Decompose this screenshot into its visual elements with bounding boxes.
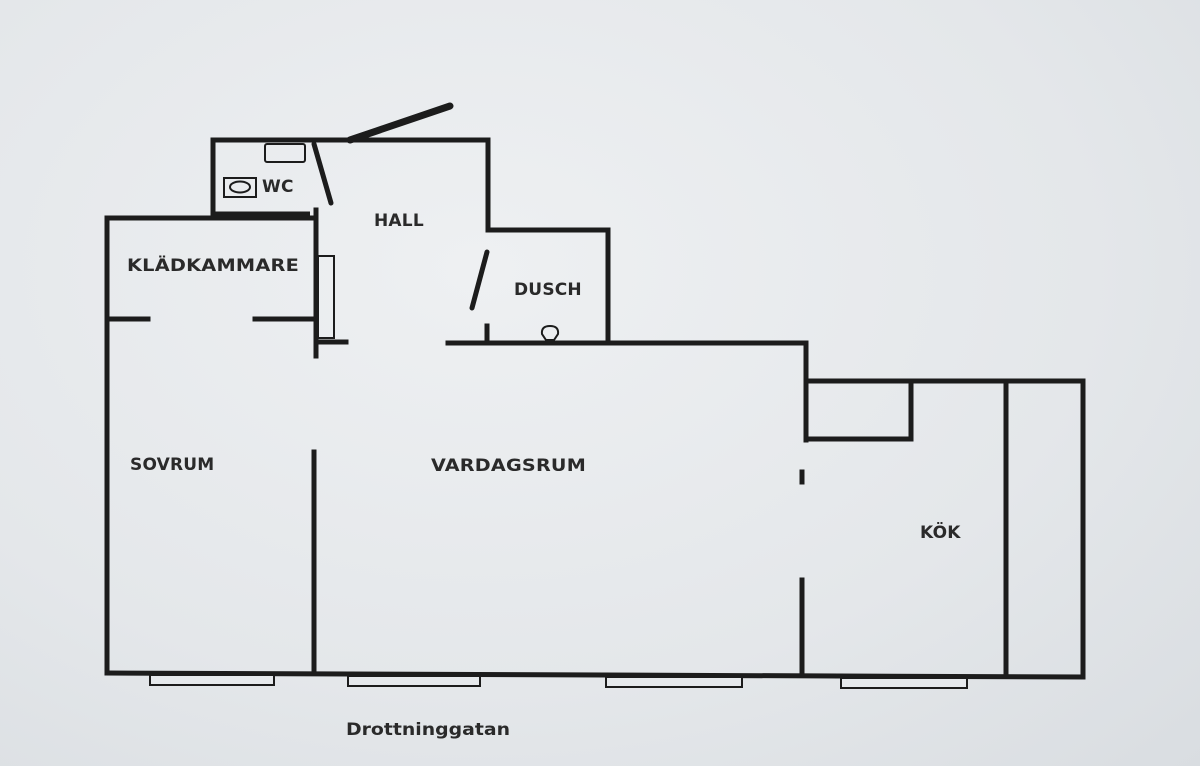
label-sovrum: SOVRUM: [130, 455, 214, 475]
label-dusch: DUSCH: [514, 280, 582, 300]
windows: [149, 674, 968, 689]
dusch-drain-icon: [540, 324, 560, 341]
wall-wc: [210, 137, 351, 217]
label-kok: KÖK: [920, 521, 961, 543]
door-dusch: [469, 249, 490, 311]
wc-toilet-icon: [229, 180, 251, 194]
wall-kitchen-outer: [803, 378, 1086, 680]
wall-kitchen-box: [803, 380, 914, 442]
door-entrance: [346, 102, 454, 144]
window-4: [840, 677, 968, 689]
wall-hall-top: [345, 137, 491, 233]
doors: [311, 102, 490, 311]
window-3: [605, 676, 743, 688]
label-street: Drottninggatan: [346, 720, 510, 740]
label-kladkammare: KLÄDKAMMARE: [127, 254, 299, 276]
door-wc: [311, 141, 334, 206]
walls: [104, 137, 1086, 680]
label-hall: HALL: [374, 211, 424, 231]
label-wc: WC: [262, 177, 294, 197]
wc-sink: [264, 143, 306, 163]
wall-bottom: [104, 670, 1086, 680]
label-vardagsrum: VARDAGSRUM: [431, 456, 586, 476]
wc-toilet-box: [223, 177, 257, 198]
wall-main-top: [445, 340, 809, 443]
window-2: [347, 675, 481, 687]
closet-shelf: [317, 255, 335, 339]
wall-dusch: [485, 227, 611, 346]
window-1: [149, 674, 275, 686]
